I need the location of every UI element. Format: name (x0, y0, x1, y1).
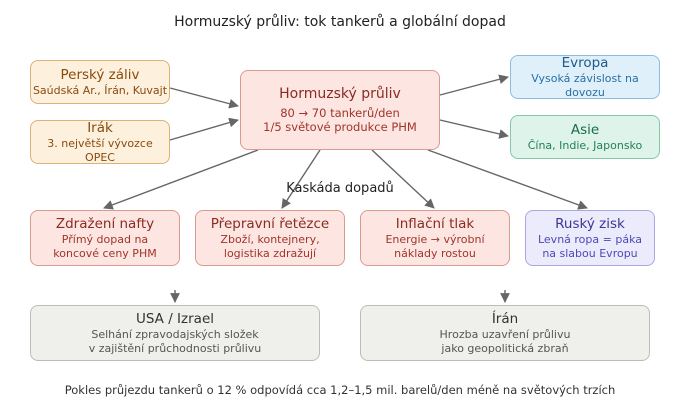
arrow-hub-to-europe (439, 74, 509, 96)
destination-title: Evropa (561, 54, 609, 71)
arrow-hub-to-inflation (371, 149, 435, 209)
destination-title: Asie (570, 121, 600, 138)
actor-subtitle: Selhání zpravodajských složek v zajištěn… (88, 327, 262, 355)
actor-iran: Írán Hrozba uzavření průlivu jako geopol… (360, 305, 650, 361)
destination-europe: Evropa Vysoká závislost na dovozu (510, 55, 660, 99)
impact-subtitle: Levná ropa = páka na slabou Evropu (537, 232, 642, 260)
actor-subtitle: Hrozba uzavření průlivu jako geopolitick… (439, 327, 571, 355)
actor-title: USA / Izrael (135, 310, 214, 327)
impact-title: Inflační tlak (395, 215, 475, 232)
destination-subtitle: Vysoká závislost na dovozu (531, 71, 639, 99)
actor-title: Írán (491, 310, 519, 327)
source-subtitle: Saúdská Ar., Írán, Kuvajt (32, 83, 168, 97)
source-title: Perský záliv (60, 66, 140, 83)
impact-title: Zdražení nafty (55, 215, 155, 232)
impact-russian-gain: Ruský zisk Levná ropa = páka na slabou E… (525, 210, 655, 266)
source-subtitle: 3. největší vývozce OPEC (47, 136, 153, 164)
impact-title: Přepravní řetězce (210, 215, 330, 232)
arrow-hub-to-fuel (103, 149, 259, 210)
footer-note: Pokles průjezdu tankerů o 12 % odpovídá … (64, 383, 616, 397)
hub-tanker-count: 80 → 70 tankerů/den (280, 106, 400, 120)
impact-inflation: Inflační tlak Energie → výrobní náklady … (360, 210, 510, 266)
arrow-hub-to-supply (281, 149, 321, 209)
hub-strait-of-hormuz: Hormuzský průliv 80 → 70 tankerů/den 1/5… (240, 70, 440, 150)
arrow-hub-to-asia (439, 119, 509, 139)
arrow-gulf-to-hub (169, 87, 239, 109)
impact-subtitle: Energie → výrobní náklady rostou (385, 232, 485, 260)
impact-supply-chains: Přepravní řetězce Zboží, kontejnery, log… (195, 210, 345, 266)
impact-title: Ruský zisk (555, 215, 625, 232)
arrow-hub-to-russia (427, 149, 588, 210)
source-persian-gulf: Perský záliv Saúdská Ar., Írán, Kuvajt (30, 60, 170, 104)
impact-subtitle: Zboží, kontejnery, logistika zdražují (220, 232, 320, 260)
hub-share: 1/5 světové produkce PHM (263, 120, 417, 134)
hub-title: Hormuzský průliv (279, 86, 401, 102)
source-iraq: Irák 3. největší vývozce OPEC (30, 120, 170, 164)
actor-usa-israel: USA / Izrael Selhání zpravodajských slož… (30, 305, 320, 361)
cascade-label: Kaskáda dopadů (286, 181, 394, 196)
source-title: Irák (87, 119, 113, 136)
arrow-iraq-to-hub (169, 117, 239, 141)
destination-subtitle: Čína, Indie, Japonsko (527, 138, 643, 152)
impact-fuel-prices: Zdražení nafty Přímý dopad na koncové ce… (30, 210, 180, 266)
impact-subtitle: Přímý dopad na koncové ceny PHM (53, 232, 157, 260)
destination-asia: Asie Čína, Indie, Japonsko (510, 115, 660, 159)
diagram-title: Hormuzský průliv: tok tankerů a globální… (174, 14, 506, 30)
